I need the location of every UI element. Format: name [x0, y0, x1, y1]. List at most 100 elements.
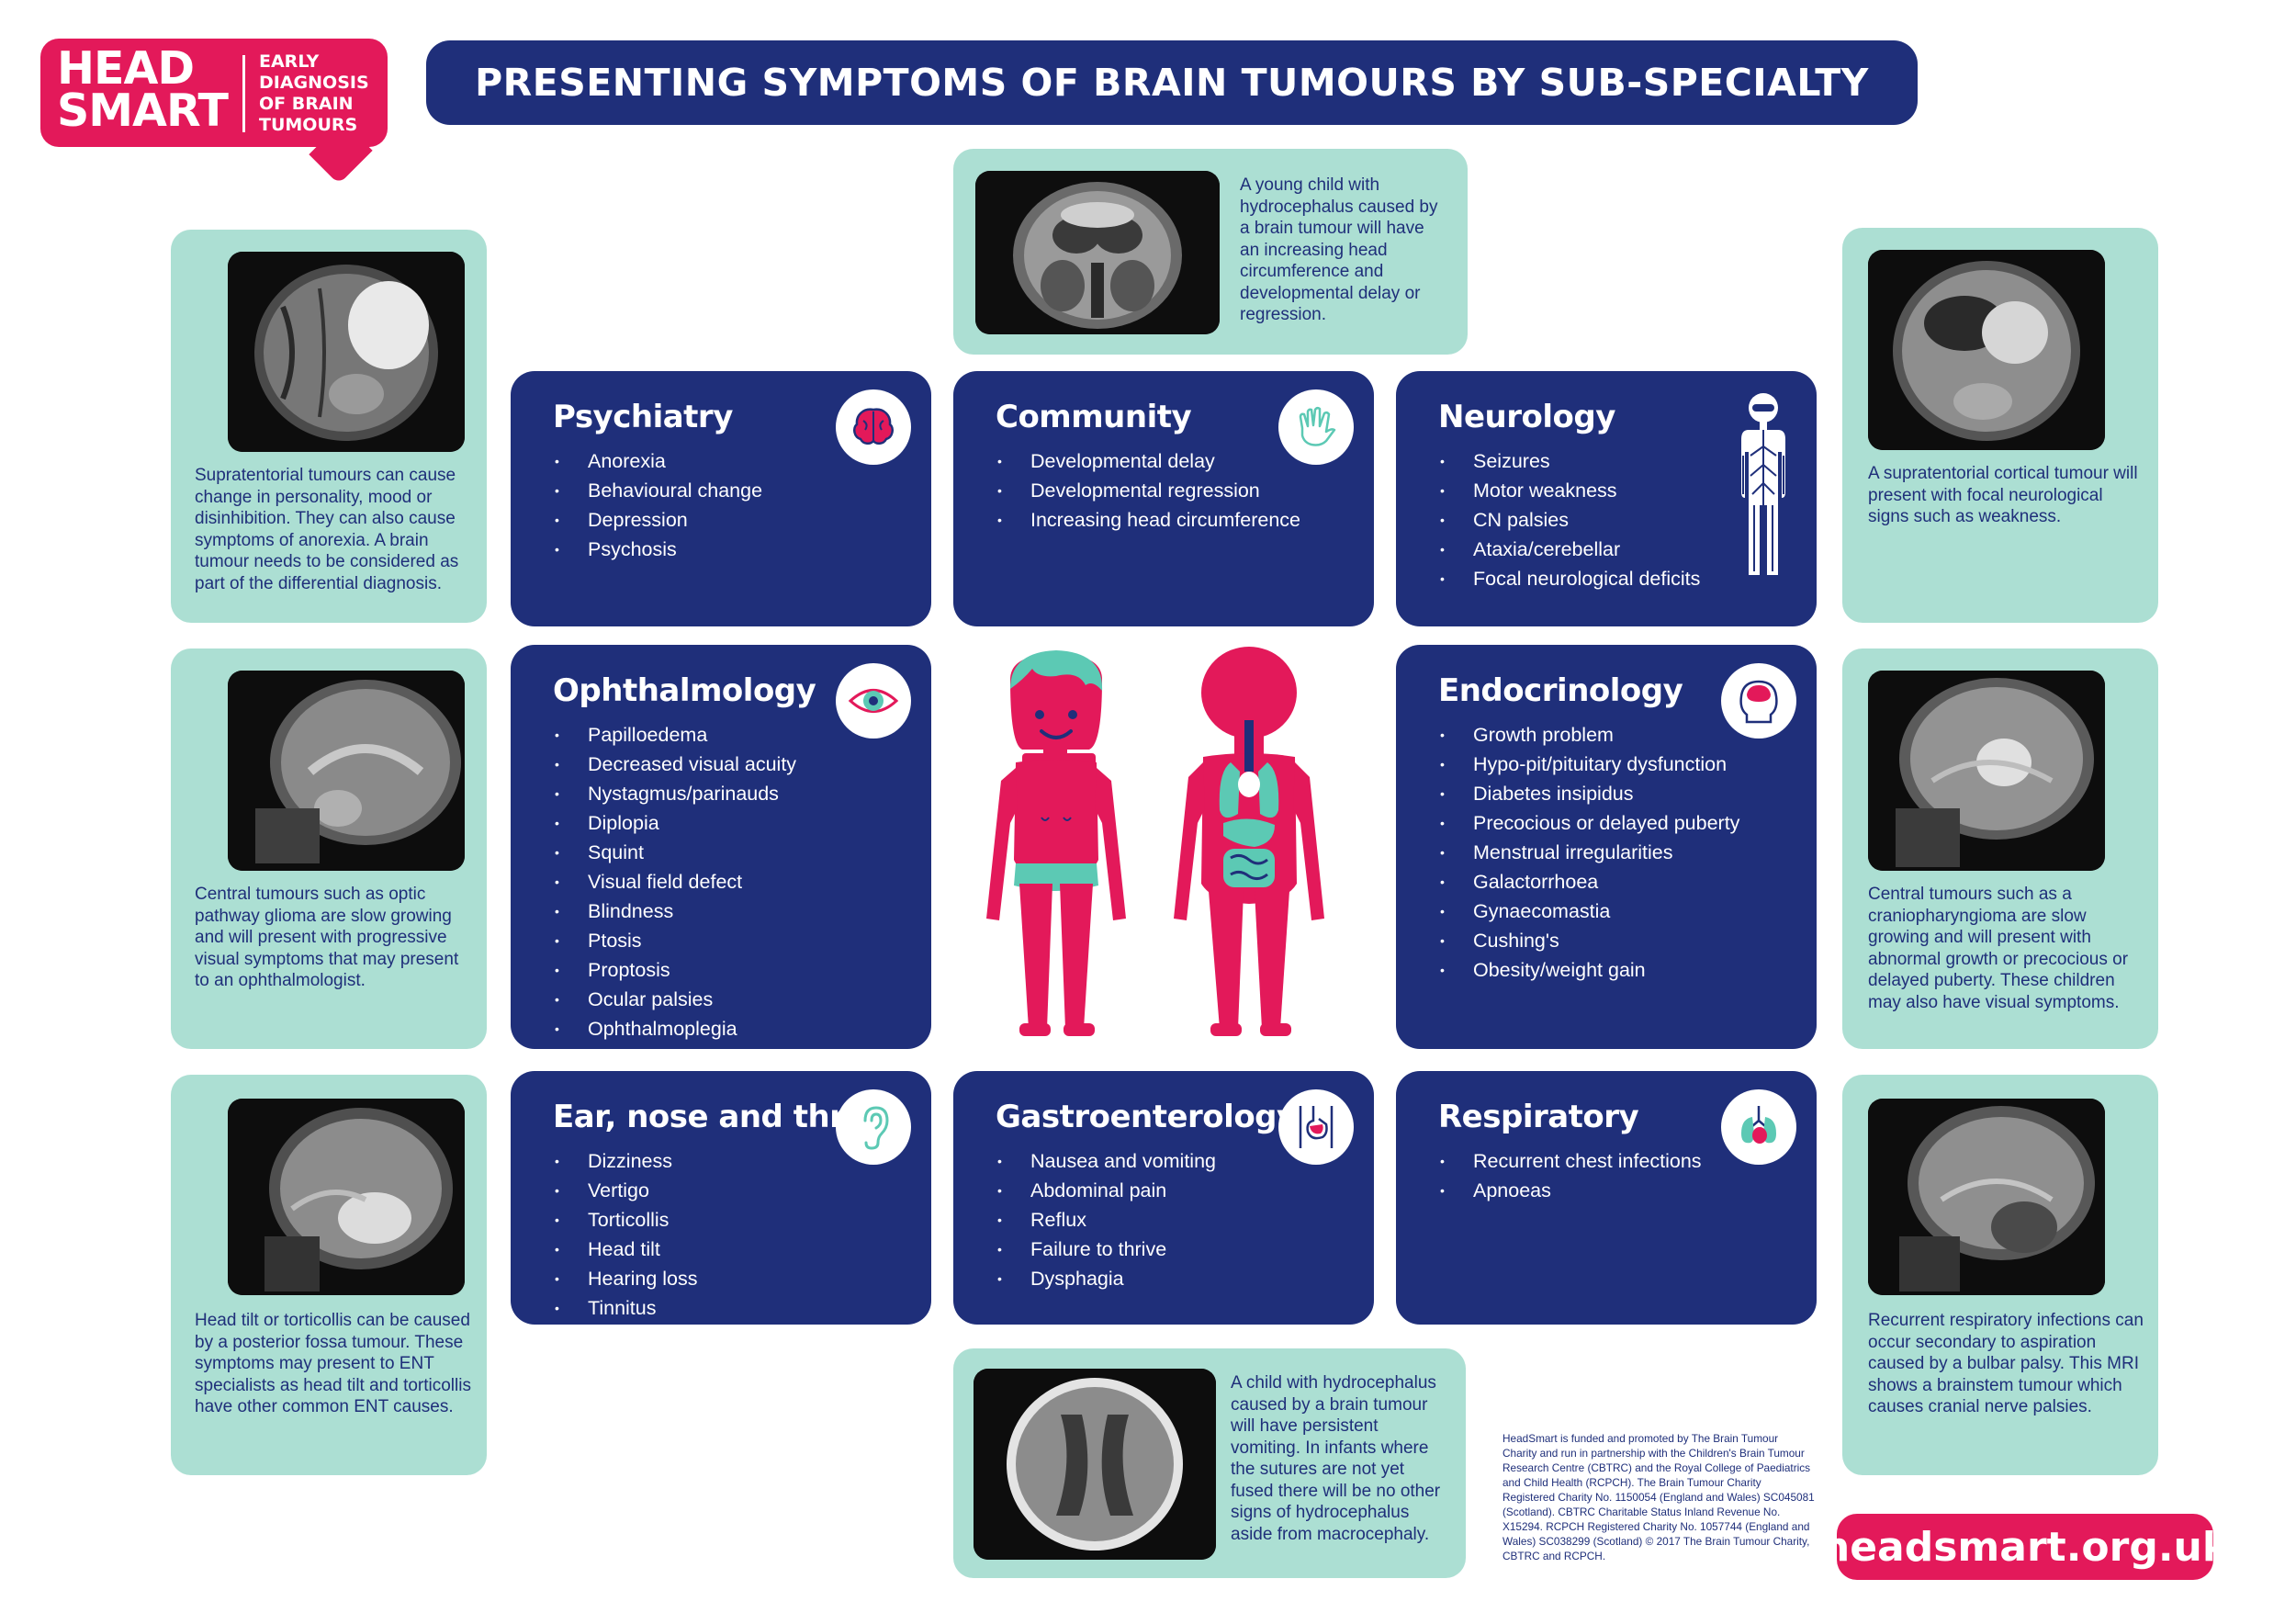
logo-tag-line: TUMOURS [259, 115, 358, 135]
info-text: Supratentorial tumours can cause change … [195, 466, 459, 593]
list-item: Menstrual irregularities [1438, 838, 1739, 867]
sagittal-mri-image [1868, 1099, 2105, 1295]
info-text: Recurrent respiratory infections can occ… [1868, 1311, 2144, 1416]
info-text: Central tumours such as a craniopharyngi… [1868, 885, 2129, 1012]
logo-tag-line: OF BRAIN [259, 94, 354, 114]
list-item: Seizures [1438, 446, 1700, 476]
list-item: Developmental regression [996, 476, 1300, 505]
sagittal-mri-image [228, 671, 465, 871]
symptom-list: Nausea and vomiting Abdominal pain Reflu… [996, 1146, 1216, 1293]
list-item: Visual field defect [553, 867, 796, 897]
list-item: Increasing head circumference [996, 505, 1300, 535]
list-item: Papilloedema [553, 720, 796, 750]
list-item: Depression [553, 505, 762, 535]
card-ophthalmology: Ophthalmology Papilloedema Decreased vis… [511, 645, 931, 1049]
info-box-left-2: Central tumours such as optic pathway gl… [171, 648, 487, 1049]
list-item: Cushing's [1438, 926, 1739, 955]
card-neurology: Neurology Seizures Motor weakness CN pal… [1396, 371, 1817, 626]
info-box-right-1: A supratentorial cortical tumour will pr… [1842, 228, 2158, 623]
card-title: Psychiatry [553, 399, 733, 435]
card-endocrinology: Endocrinology Growth problem Hypo-pit/pi… [1396, 645, 1817, 1049]
list-item: Blindness [553, 897, 796, 926]
list-item: Reflux [996, 1205, 1216, 1235]
list-item: Ocular palsies [553, 985, 796, 1014]
axial-mri-image [228, 252, 465, 452]
card-ent: Ear, nose and throat Dizziness Vertigo T… [511, 1071, 931, 1325]
ear-icon [836, 1089, 911, 1165]
symptom-list: Anorexia Behavioural change Depression P… [553, 446, 762, 564]
list-item: Ptosis [553, 926, 796, 955]
sagittal-mri-image [228, 1099, 465, 1295]
list-item: Anorexia [553, 446, 762, 476]
list-item: Ataxia/cerebellar [1438, 535, 1700, 564]
logo-word-head: HEAD [57, 42, 195, 95]
list-item: Head tilt [553, 1235, 698, 1264]
ct-scan-image [974, 1369, 1216, 1560]
anatomy-figure [1174, 647, 1324, 1036]
list-item: Hypo-pit/pituitary dysfunction [1438, 750, 1739, 779]
info-box-right-3: Recurrent respiratory infections can occ… [1842, 1075, 2158, 1475]
head-icon [1721, 663, 1796, 739]
list-item: Recurrent chest infections [1438, 1146, 1702, 1176]
list-item: Squint [553, 838, 796, 867]
brain-icon [836, 389, 911, 465]
card-title: Community [996, 399, 1192, 435]
child-figures-svg [986, 647, 1324, 1036]
card-psychiatry: Psychiatry Anorexia Behavioural change D… [511, 371, 931, 626]
child-figures-illustration [983, 643, 1350, 1056]
page-title: PRESENTING SYMPTOMS OF BRAIN TUMOURS BY … [426, 40, 1918, 125]
funding-note: HeadSmart is funded and promoted by The … [1503, 1432, 1815, 1562]
headsmart-logo[interactable]: HEAD SMART EARLY DIAGNOSIS OF BRAIN TUMO… [40, 39, 388, 147]
logo-tag-line: EARLY [259, 51, 320, 72]
info-box-right-2: Central tumours such as a craniopharyngi… [1842, 648, 2158, 1049]
info-text: Head tilt or torticollis can be caused b… [195, 1311, 471, 1416]
card-title: Ophthalmology [553, 672, 816, 709]
list-item: Apnoeas [1438, 1176, 1702, 1205]
logo-tagline: EARLY DIAGNOSIS OF BRAIN TUMOURS [259, 51, 369, 136]
list-item: Focal neurological deficits [1438, 564, 1700, 593]
card-title: Neurology [1438, 399, 1615, 435]
axial-mri-image [1868, 250, 2105, 450]
logo-divider [242, 55, 245, 132]
list-item: Vertigo [553, 1176, 698, 1205]
list-item: Tinnitus [553, 1293, 698, 1323]
list-item: Growth problem [1438, 720, 1739, 750]
lungs-icon [1721, 1089, 1796, 1165]
boy-figure [986, 650, 1126, 1036]
card-title: Gastroenterology [996, 1099, 1297, 1135]
website-link[interactable]: headsmart.org.uk [1821, 1514, 2229, 1580]
list-item: Hearing loss [553, 1264, 698, 1293]
list-item: Obesity/weight gain [1438, 955, 1739, 985]
list-item: Gynaecomastia [1438, 897, 1739, 926]
logo-word-smart: SMART [57, 85, 229, 137]
hand-icon [1278, 389, 1354, 465]
card-title: Endocrinology [1438, 672, 1683, 709]
list-item: Behavioural change [553, 476, 762, 505]
logo-wordmark: HEAD SMART [57, 42, 229, 137]
list-item: Proptosis [553, 955, 796, 985]
list-item: Developmental delay [996, 446, 1300, 476]
list-item: Diplopia [553, 808, 796, 838]
symptom-list: Seizures Motor weakness CN palsies Ataxi… [1438, 446, 1700, 593]
info-text: A child with hydrocephalus caused by a b… [1231, 1373, 1441, 1544]
list-item: Nausea and vomiting [996, 1146, 1216, 1176]
card-title: Respiratory [1438, 1099, 1639, 1135]
list-item: Torticollis [553, 1205, 698, 1235]
card-community: Community Developmental delay Developmen… [953, 371, 1374, 626]
eye-icon [836, 663, 911, 739]
info-box-bottom-center: A child with hydrocephalus caused by a b… [953, 1348, 1466, 1578]
symptom-list: Recurrent chest infections Apnoeas [1438, 1146, 1702, 1205]
list-item: Dizziness [553, 1146, 698, 1176]
list-item: Dysphagia [996, 1264, 1216, 1293]
list-item: Decreased visual acuity [553, 750, 796, 779]
info-text: Central tumours such as optic pathway gl… [195, 885, 459, 990]
list-item: Diabetes insipidus [1438, 779, 1739, 808]
info-box-top-center: A young child with hydrocephalus caused … [953, 149, 1468, 355]
list-item: Failure to thrive [996, 1235, 1216, 1264]
info-text: A young child with hydrocephalus caused … [1240, 175, 1438, 324]
list-item: Abdominal pain [996, 1176, 1216, 1205]
list-item: Nystagmus/parinauds [553, 779, 796, 808]
info-box-left-3: Head tilt or torticollis can be caused b… [171, 1075, 487, 1475]
symptom-list: Dizziness Vertigo Torticollis Head tilt … [553, 1146, 698, 1323]
nervous-system-icon [1728, 391, 1798, 581]
